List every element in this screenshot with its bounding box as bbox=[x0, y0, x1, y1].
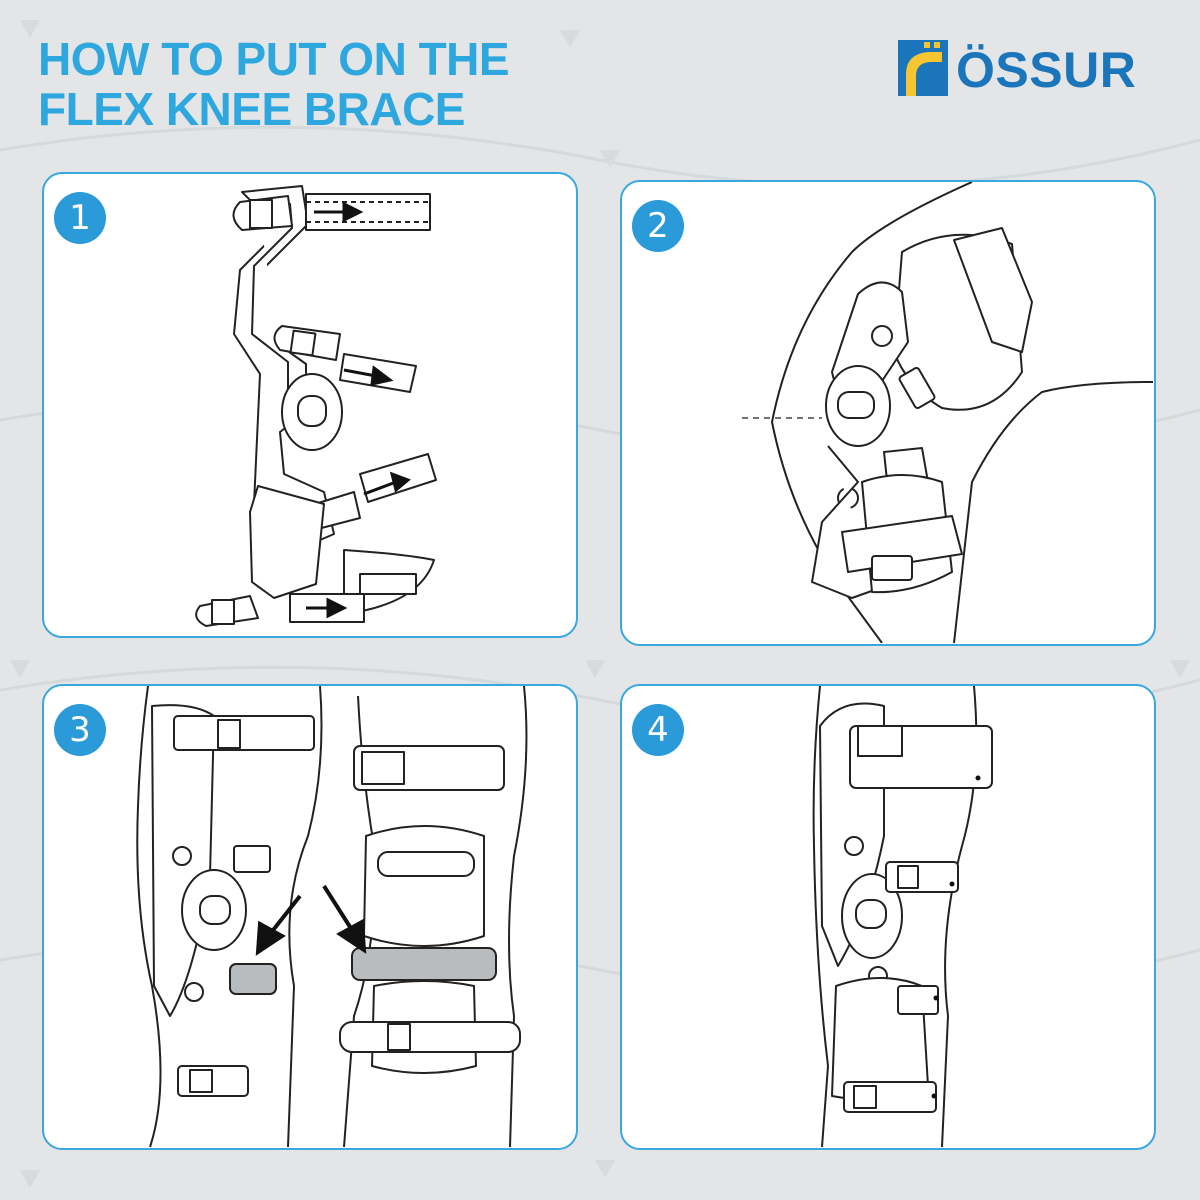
step-2-badge: 2 bbox=[632, 200, 684, 252]
step-4-panel: 4 bbox=[620, 684, 1156, 1150]
step-3-panel: 3 bbox=[42, 684, 578, 1150]
fastened-brace-side-view-icon bbox=[622, 686, 1153, 1147]
ossur-logo: ÖSSUR bbox=[898, 40, 1160, 96]
step-1-badge: 1 bbox=[54, 192, 106, 244]
bent-knee-brace-alignment-icon bbox=[622, 182, 1153, 643]
step-1-panel: 1 bbox=[42, 172, 578, 638]
page-title: HOW TO PUT ON THE FLEX KNEE BRACE bbox=[38, 33, 510, 135]
front-side-legs-strap-arrows-icon bbox=[44, 686, 575, 1147]
step-4-badge: 4 bbox=[632, 704, 684, 756]
title-line-1: HOW TO PUT ON THE bbox=[38, 33, 510, 85]
title-line-2: FLEX KNEE BRACE bbox=[38, 83, 465, 135]
step-2-panel: 2 bbox=[620, 180, 1156, 646]
ossur-logo-mark-icon bbox=[898, 40, 948, 96]
step-3-badge: 3 bbox=[54, 704, 106, 756]
ossur-logo-text: ÖSSUR bbox=[956, 42, 1137, 98]
brace-straps-open-arrows-icon bbox=[44, 174, 575, 635]
